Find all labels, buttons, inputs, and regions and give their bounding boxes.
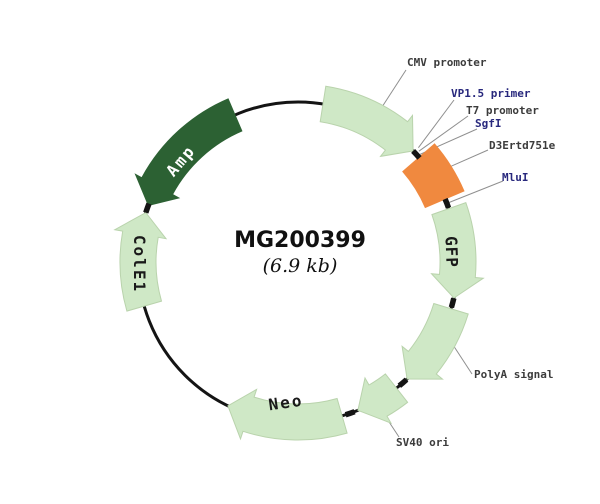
leader-line-t7-promoter [418, 115, 469, 152]
feature-arrow-sv40-ori [357, 373, 409, 425]
callout-label-vp15-primer: VP1.5 primer [451, 87, 531, 100]
callout-label-sgfi: SgfI [475, 117, 502, 130]
feature-arrow-cmv-promoter [319, 85, 414, 158]
leader-line-d3ertd751e [451, 149, 489, 167]
feature-label-gfp: GFP [441, 235, 462, 269]
callout-label-mlui: MluI [502, 171, 529, 184]
position-tick [344, 409, 356, 418]
position-tick [411, 148, 422, 160]
feature-label-cole1: ColE1 [130, 234, 149, 294]
feature-arrow-amp [134, 98, 243, 206]
feature-arrow-gfp [430, 201, 485, 299]
callout-label-sv40-ori: SV40 ori [396, 436, 449, 449]
plasmid-name: MG200399 [234, 228, 366, 253]
callout-label-t7-promoter: T7 promoter [466, 104, 539, 117]
leader-line-cmv-promoter [382, 69, 407, 106]
callout-label-d3ertd751e: D3Ertd751e [489, 139, 556, 152]
feature-arrow-neo [227, 388, 348, 441]
plasmid-size: (6.9 kb) [262, 255, 338, 277]
callout-label-cmv-promoter: CMV promoter [407, 56, 487, 69]
callout-label-polya-signal: PolyA signal [474, 368, 554, 381]
leader-line-mlui [447, 180, 504, 204]
leader-line-vp15-primer [417, 99, 455, 148]
position-tick [397, 377, 409, 388]
position-tick [442, 197, 452, 209]
position-tick [143, 202, 152, 214]
position-tick [448, 297, 457, 309]
feature-arrow-d3ertd751e [402, 143, 465, 209]
feature-label-neo: Neo [267, 390, 305, 415]
feature-arrow-polya-signal [401, 302, 469, 380]
